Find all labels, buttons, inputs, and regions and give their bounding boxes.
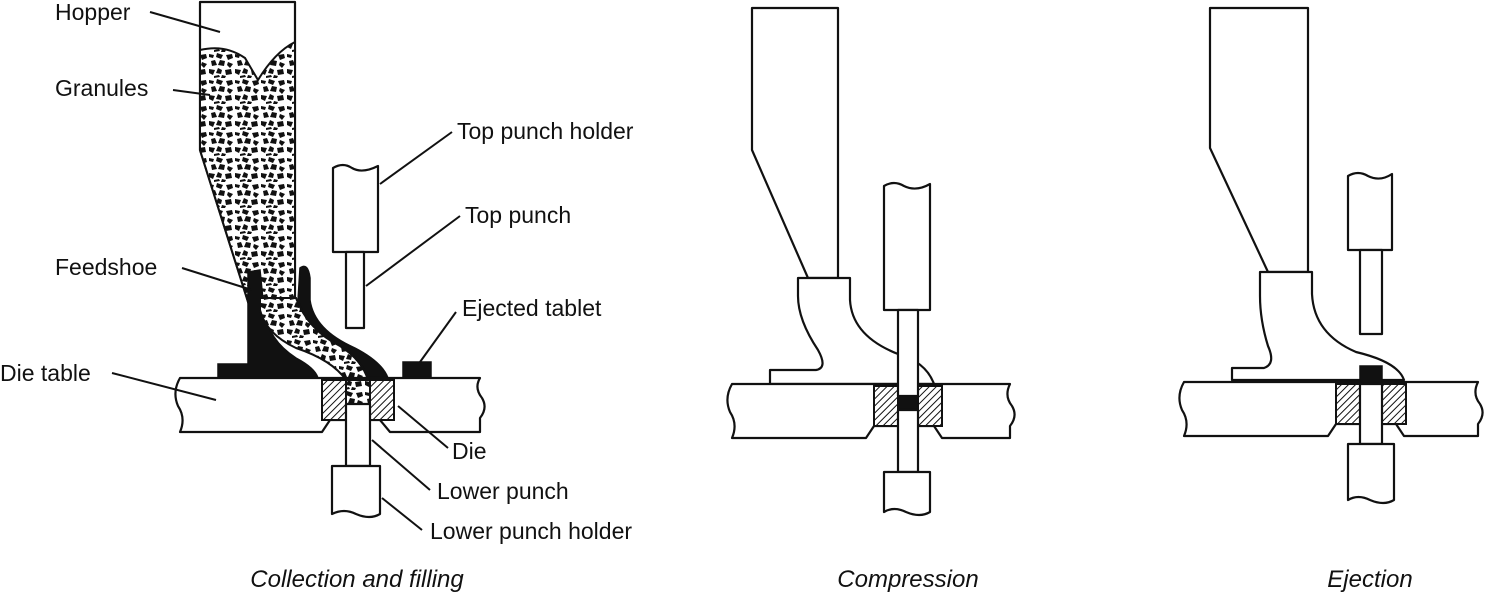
lower-punch-holder bbox=[1346, 442, 1396, 505]
die-left bbox=[1335, 383, 1361, 425]
lower-punch-leader bbox=[371, 439, 431, 491]
feedshoe-label: Feedshoe bbox=[55, 254, 157, 280]
stage-compression: Compression bbox=[726, 6, 1016, 593]
caption-compression: Compression bbox=[837, 566, 978, 593]
top-punch-holder bbox=[331, 163, 380, 254]
ejected-tablet bbox=[1359, 365, 1383, 385]
die-table-leader bbox=[111, 372, 217, 401]
die-left bbox=[873, 385, 899, 427]
die-cavity-granules bbox=[345, 379, 371, 405]
ejected-tablet-label: Ejected tablet bbox=[462, 295, 602, 321]
granules-fill bbox=[199, 40, 296, 309]
granules-label: Granules bbox=[55, 75, 148, 101]
top-punch-holder-leader bbox=[379, 131, 453, 185]
caption-ejection: Ejection bbox=[1327, 566, 1412, 593]
lower-punch bbox=[344, 402, 372, 468]
compressed-tablet bbox=[897, 395, 919, 411]
stage-collection-and-filling: Hopper Granules Top punch holder Top pun… bbox=[0, 0, 634, 593]
feedshoe bbox=[1230, 270, 1406, 382]
die-table bbox=[1178, 380, 1484, 438]
lower-punch-holder bbox=[882, 470, 932, 517]
lower-punch-holder-leader bbox=[381, 497, 423, 531]
lower-punch-label: Lower punch bbox=[437, 478, 569, 504]
die-right bbox=[369, 379, 395, 421]
hopper-label: Hopper bbox=[55, 0, 131, 25]
die-label: Die bbox=[452, 438, 487, 464]
top-punch bbox=[896, 308, 920, 398]
die-right bbox=[917, 385, 943, 427]
die-leader bbox=[397, 405, 449, 449]
top-punch bbox=[1358, 248, 1384, 336]
stage-ejection: Ejection bbox=[1178, 6, 1484, 593]
feedshoe-leader bbox=[181, 267, 253, 291]
ejected-tablet bbox=[402, 361, 432, 379]
granules-leader bbox=[172, 89, 211, 96]
die-table-label: Die table bbox=[0, 360, 91, 386]
top-punch-label: Top punch bbox=[465, 202, 571, 228]
hopper-leader bbox=[149, 11, 221, 33]
top-punch-leader bbox=[365, 215, 461, 287]
hopper bbox=[750, 6, 840, 280]
die-left bbox=[321, 379, 347, 421]
caption-collection-and-filling: Collection and filling bbox=[250, 566, 464, 593]
feedshoe-curve bbox=[297, 265, 390, 379]
top-punch-holder bbox=[882, 181, 932, 312]
ejected-tablet-leader bbox=[419, 311, 457, 363]
top-punch-holder bbox=[1346, 171, 1394, 252]
lower-punch-holder-label: Lower punch holder bbox=[430, 518, 632, 544]
lower-punch bbox=[896, 408, 920, 474]
lower-punch-holder bbox=[330, 464, 382, 519]
die-right bbox=[1381, 383, 1407, 425]
lower-punch bbox=[1358, 382, 1384, 446]
hopper bbox=[1208, 6, 1310, 274]
die-table bbox=[726, 382, 1016, 440]
top-punch-holder-label: Top punch holder bbox=[457, 118, 634, 144]
top-punch bbox=[344, 250, 366, 330]
